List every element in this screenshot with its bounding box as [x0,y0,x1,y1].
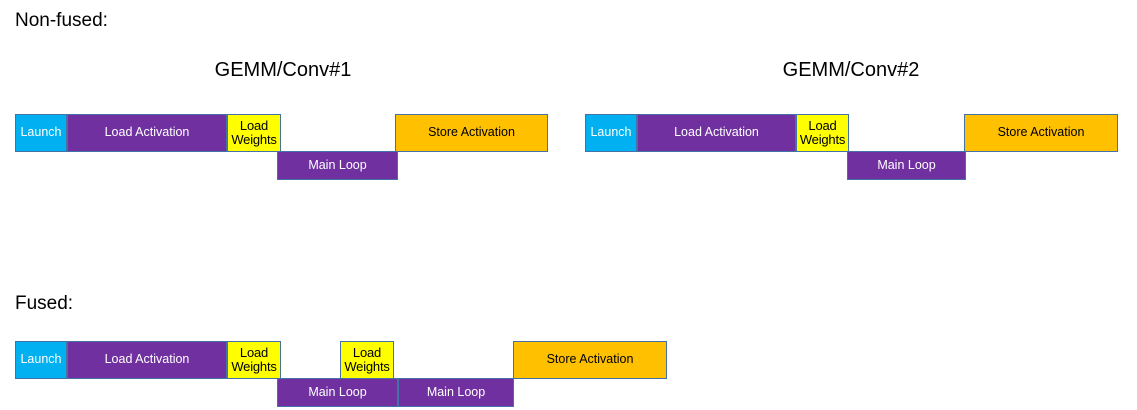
bar-fused-g1-store-activation[interactable]: Store Activation [513,341,667,379]
bar-fused-g1-load-weights-2[interactable]: Load Weights [340,341,394,379]
bar-fused-g1-main-loop-1[interactable]: Main Loop [277,378,398,407]
bar-fused-g1-load-activation[interactable]: Load Activation [67,341,227,379]
bar-label: Load Activation [674,125,759,140]
bar-label: Store Activation [428,125,515,140]
bar-label: Store Activation [997,125,1085,140]
group-title-2: GEMM/Conv#2 [782,59,920,81]
section-label-non-fused: Non-fused: [15,10,108,31]
bar-label: Launch [20,352,62,367]
bar-label: Store Activation [546,352,634,367]
bar-non-fused-g1-main-loop[interactable]: Main Loop [277,151,398,180]
bar-label: Load Activation [104,352,190,367]
bar-label: Launch [20,125,62,140]
bar-label: Launch [590,125,632,140]
bar-non-fused-g1-load-activation[interactable]: Load Activation [67,114,227,152]
bar-label: Main Loop [308,384,367,399]
bar-non-fused-g1-launch[interactable]: Launch [15,114,67,152]
group-title-1: GEMM/Conv#1 [214,59,352,81]
bar-fused-g1-load-weights-1[interactable]: Load Weights [227,341,281,379]
bar-label: Load Weights [231,118,277,147]
bar-label: Main Loop [426,384,486,399]
bar-non-fused-g2-launch[interactable]: Launch [585,114,637,152]
section-label-fused: Fused: [15,293,74,314]
bar-fused-g1-launch[interactable]: Launch [15,341,67,379]
bar-label: Load Weights [344,345,390,374]
bar-label: Load Weights [799,118,846,147]
bar-label: Main Loop [877,157,936,172]
bar-label: Load Activation [104,125,190,140]
bar-non-fused-g2-load-weights[interactable]: Load Weights [796,114,849,152]
bar-label: Load Weights [231,345,277,374]
bar-label: Main Loop [308,157,367,172]
bar-non-fused-g2-store-activation[interactable]: Store Activation [964,114,1118,152]
bar-fused-g1-main-loop-2[interactable]: Main Loop [398,378,514,407]
bar-non-fused-g2-load-activation[interactable]: Load Activation [637,114,796,152]
bar-non-fused-g1-load-weights[interactable]: Load Weights [227,114,281,152]
bar-non-fused-g1-store-activation[interactable]: Store Activation [395,114,548,152]
bar-non-fused-g2-main-loop[interactable]: Main Loop [847,151,966,180]
